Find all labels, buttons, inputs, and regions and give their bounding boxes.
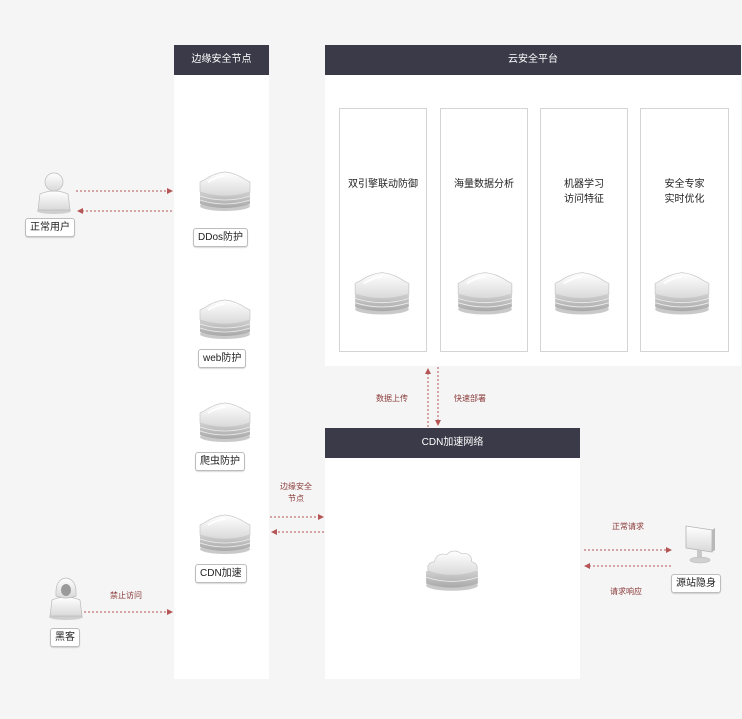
engine-shield-icon xyxy=(354,271,410,316)
cdn-accel-label: CDN加速 xyxy=(195,564,247,583)
hacker-icon xyxy=(48,577,84,620)
expert-shield-icon xyxy=(654,271,710,316)
crawler-label: 爬虫防护 xyxy=(195,452,245,471)
card-title-line1: 海量数据分析 xyxy=(454,179,514,190)
hacker-label: 黑客 xyxy=(50,628,80,647)
monitor-icon xyxy=(685,525,716,564)
data-upload-label: 数据上传 xyxy=(376,394,408,403)
request-response-label: 请求响应 xyxy=(610,587,642,596)
cdn-panel-title: CDN加速网络 xyxy=(325,428,580,458)
cloud-server-icon xyxy=(425,550,479,592)
normal-user-label: 正常用户 xyxy=(25,218,75,237)
card-title-line1: 双引擎联动防御 xyxy=(348,179,418,190)
user-icon xyxy=(36,172,72,214)
card-title-line1: 安全专家 xyxy=(664,179,705,190)
edge-node-flow-line1: 边缘安全 xyxy=(280,482,312,491)
edge-node-flow-label: 边缘安全 节点 xyxy=(274,481,318,505)
ddos-shield-icon xyxy=(199,171,251,212)
fast-deploy-label: 快速部署 xyxy=(454,394,486,403)
card-title-line2: 实时优化 xyxy=(664,194,705,205)
edge-panel-title: 边缘安全节点 xyxy=(174,45,269,75)
crawler-shield-icon xyxy=(199,402,251,443)
origin-label: 源站隐身 xyxy=(671,574,721,593)
edge-node-flow-line2: 节点 xyxy=(288,494,304,503)
forbidden-label: 禁止访问 xyxy=(110,591,142,600)
card-title-line2: 访问特征 xyxy=(564,194,604,205)
web-label: web防护 xyxy=(198,349,247,368)
web-shield-icon xyxy=(199,299,251,340)
cloud-panel-title: 云安全平台 xyxy=(325,45,741,75)
ddos-label: DDos防护 xyxy=(193,228,249,247)
analytics-shield-icon xyxy=(457,271,513,316)
cdn-shield-icon xyxy=(199,514,251,555)
ml-shield-icon xyxy=(554,271,610,316)
cloud-card-analytics: 海量数据分析 xyxy=(440,108,528,352)
card-title-line1: 机器学习 xyxy=(564,179,604,190)
normal-request-label: 正常请求 xyxy=(612,522,644,531)
